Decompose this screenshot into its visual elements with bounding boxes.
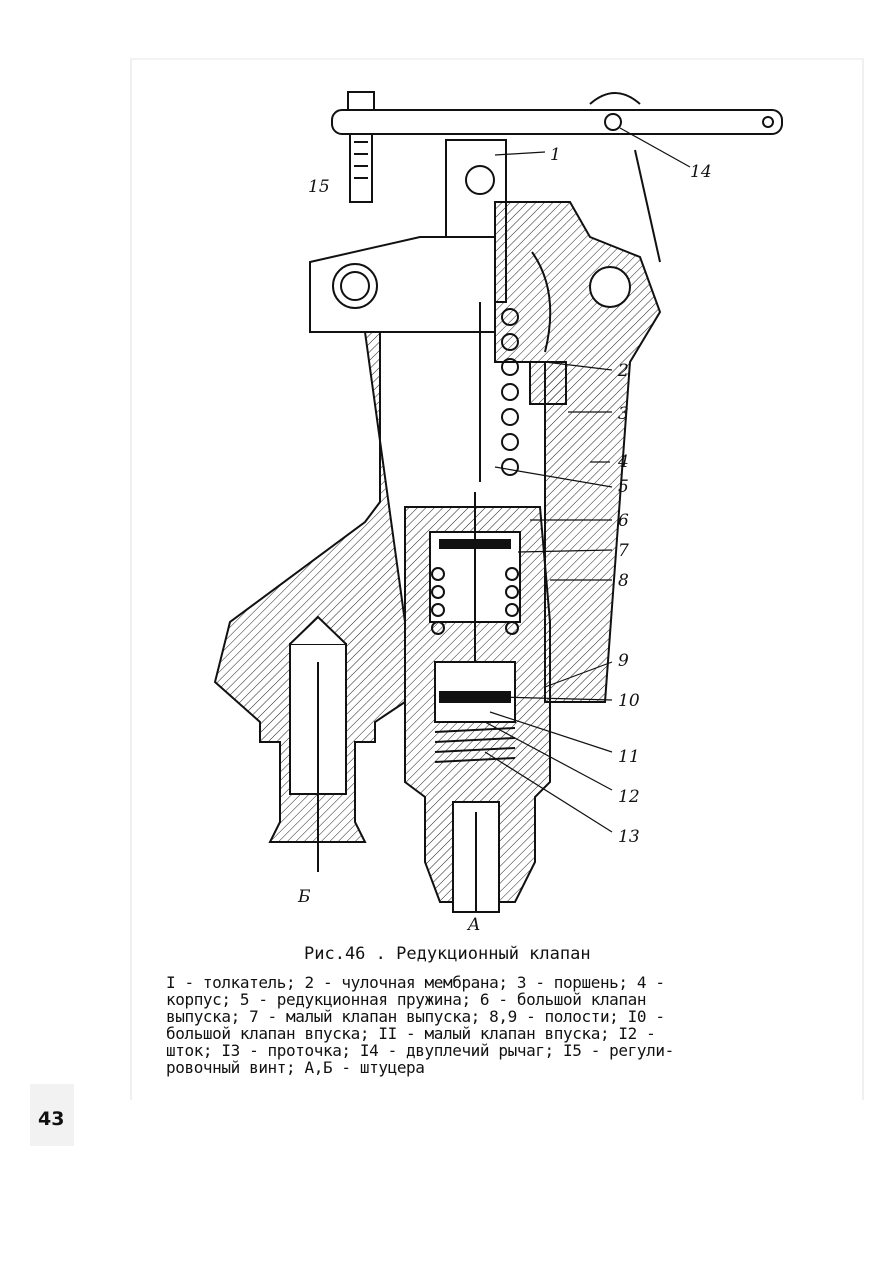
callout-8: 8 [618, 571, 629, 591]
callout-b: Б [297, 887, 311, 907]
body-part-4 [494, 201, 662, 703]
callout-12: 12 [618, 787, 640, 807]
membrane-part-2 [531, 251, 552, 353]
page-number: 43 [38, 1108, 65, 1130]
callout-13: 13 [618, 827, 640, 847]
callout-4: 4 [617, 452, 629, 472]
valve-springs [431, 567, 519, 635]
callout-10: 10 [618, 691, 640, 711]
large-inlet-valve-10 [439, 691, 511, 703]
callout-9: 9 [618, 651, 629, 671]
piston-part-3 [529, 361, 567, 405]
inlet-spring [434, 727, 516, 763]
lever-part-14 [331, 109, 783, 135]
scan-frame [130, 58, 864, 1100]
callout-7: 7 [618, 541, 629, 561]
callout-14: 14 [690, 162, 712, 182]
callout-1: 1 [550, 145, 561, 165]
page-number-tab: 43 [30, 1084, 74, 1146]
reducing-valve-drawing: 1 2 3 4 5 6 7 8 9 10 11 12 13 14 15 Б A [213, 91, 783, 935]
callout-2: 2 [617, 361, 629, 381]
callout-6: 6 [618, 511, 629, 531]
adjusting-screw-15 [347, 91, 375, 111]
figure-caption-title: Рис.46 . Редукционный клапан [304, 944, 591, 964]
figure-legend: I - толкатель; 2 - чулочная мембрана; 3 … [166, 973, 674, 1077]
callout-3: 3 [618, 404, 629, 424]
reducing-valve-figure: 1 2 3 4 5 6 7 8 9 10 11 12 13 14 15 Б A [150, 62, 850, 942]
callout-11: 11 [618, 747, 640, 767]
callout-a: A [466, 915, 480, 935]
callout-5: 5 [618, 477, 629, 497]
reducing-spring-5 [479, 302, 519, 482]
callout-15: 15 [308, 177, 330, 197]
